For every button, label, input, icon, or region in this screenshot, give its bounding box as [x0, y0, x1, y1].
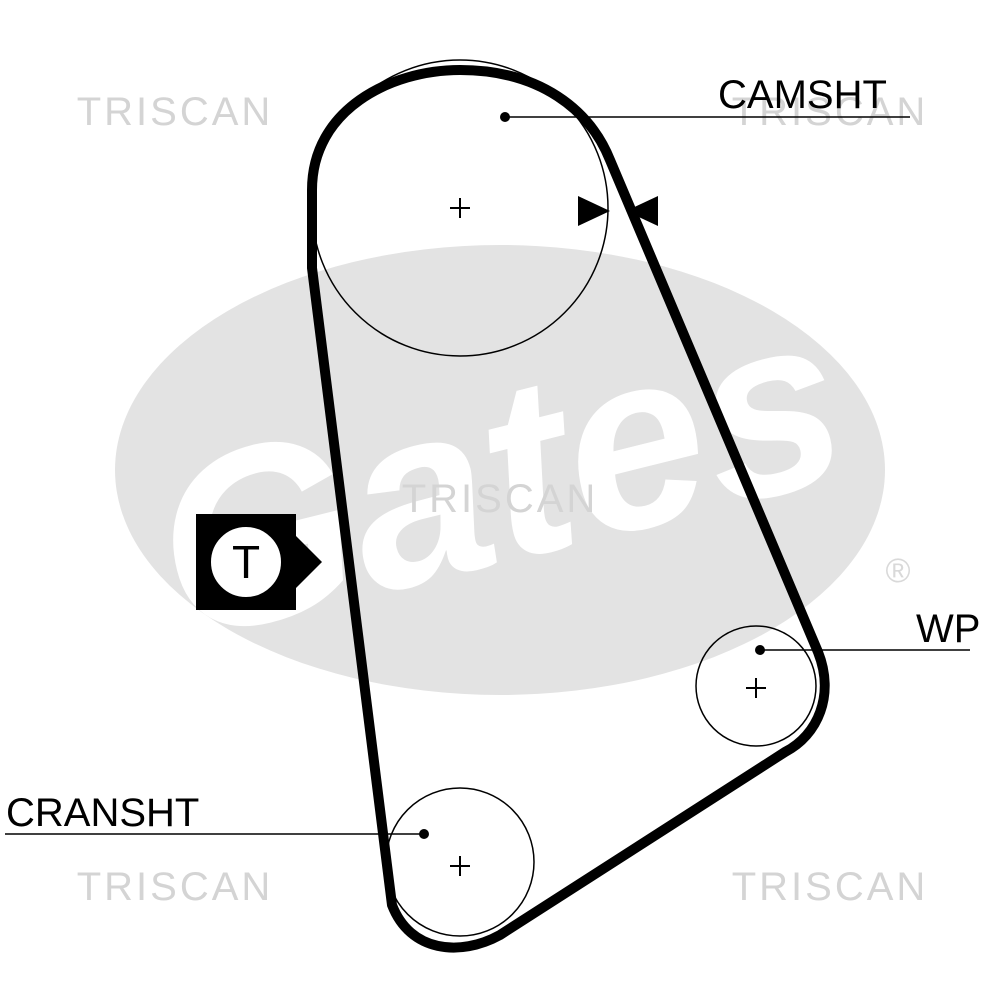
- crankshaft-label: CRANSHT: [6, 791, 199, 835]
- triscan-watermark-top-right: TRISCAN: [732, 90, 929, 134]
- water-pump-label: WP: [916, 607, 980, 651]
- triscan-watermark-center: TRISCAN: [402, 477, 599, 521]
- triscan-watermarks: TRISCAN TRISCAN TRISCAN TRISCAN TRISCAN: [77, 90, 929, 909]
- tensioner-marker: T: [196, 514, 322, 610]
- crankshaft-reference-dot: [419, 829, 429, 839]
- water-pump-center-cross-icon: [746, 678, 766, 698]
- registered-mark: ®: [885, 552, 910, 590]
- water-pump-pulley: [695, 625, 817, 747]
- tensioner-symbol: T: [232, 536, 260, 588]
- timing-mark-icon: [578, 196, 658, 226]
- triscan-watermark-bottom-left: TRISCAN: [77, 865, 274, 909]
- crankshaft-center-cross-icon: [450, 856, 470, 876]
- camshaft-center-cross-icon: [450, 198, 470, 218]
- gates-logo-watermark: Gates ®: [115, 245, 911, 695]
- triscan-watermark-top-left: TRISCAN: [77, 90, 274, 134]
- reference-dots: [419, 112, 765, 839]
- triscan-watermark-bottom-right: TRISCAN: [732, 865, 929, 909]
- tensioner-symbol-circle: [209, 525, 283, 599]
- leader-lines: [5, 116, 970, 835]
- pulleys: [311, 59, 817, 937]
- water-pump-reference-dot: [755, 645, 765, 655]
- camshaft-reference-dot: [500, 112, 510, 122]
- timing-belt: [307, 65, 830, 953]
- camshaft-label: CAMSHT: [718, 73, 887, 117]
- pulley-centers: [450, 198, 766, 876]
